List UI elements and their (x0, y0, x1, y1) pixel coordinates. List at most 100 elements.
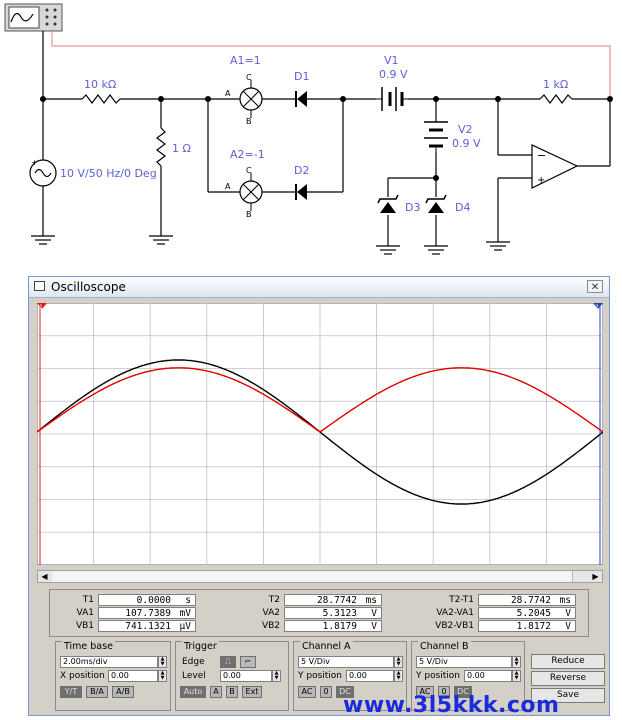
oscilloscope-titlebar[interactable]: Oscilloscope ✕ (29, 277, 609, 298)
trigger-edge-label: Edge (182, 657, 205, 667)
resistor-1k-icon[interactable] (539, 94, 573, 104)
a1-pin-b: B (246, 117, 252, 126)
resistor-1k-label: 1 kΩ (543, 78, 568, 91)
trigger-auto-button[interactable]: Auto (180, 686, 206, 698)
diode-d3-icon[interactable] (377, 194, 399, 213)
channel-a-dc-button[interactable]: DC (336, 686, 354, 698)
oscilloscope-screen[interactable]: 1 2 (37, 303, 603, 565)
ground-icons (31, 235, 510, 255)
scroll-left-icon[interactable]: ◀ (41, 572, 48, 581)
channel-b-scale-input[interactable]: 5 V/Div (416, 656, 512, 668)
svg-text:+: + (537, 175, 545, 186)
t2-label: T2 (268, 595, 280, 605)
diode-d1-icon[interactable] (295, 91, 307, 107)
scroll-thumb[interactable] (52, 571, 573, 582)
trigger-ext-button[interactable]: Ext (242, 686, 262, 698)
resistor-10k-label: 10 kΩ (84, 78, 116, 91)
trigger-b-button[interactable]: B (226, 686, 238, 698)
multiplier-a1-icon[interactable] (239, 80, 263, 118)
ac-source-label: 10 V/50 Hz/0 Deg (60, 167, 157, 180)
channel-a-scale-input[interactable]: 5 V/Div (298, 656, 394, 668)
close-button[interactable]: ✕ (587, 280, 603, 293)
oscilloscope-title: Oscilloscope (51, 280, 126, 294)
edge-falling-icon[interactable]: ⌐ (240, 656, 256, 668)
junctions (40, 96, 613, 181)
scroll-right-icon[interactable]: ▶ (592, 572, 599, 581)
timebase-spinner-icon[interactable]: ▲▼ (158, 656, 167, 668)
diode-d4-icon[interactable] (425, 194, 447, 213)
channel-a-zero-button[interactable]: 0 (320, 686, 332, 698)
vb1-unit: µV (179, 621, 191, 632)
opamp-icon[interactable]: − + (531, 144, 579, 189)
channel-b-dc-button[interactable]: DC (454, 686, 472, 698)
t1-unit: s (185, 595, 191, 606)
channel-a-ypos-input[interactable]: 0.00 (346, 670, 394, 682)
trigger-level-spinner-icon[interactable]: ▲▼ (272, 670, 281, 682)
multiplier-a2-label: A2=-1 (230, 148, 265, 161)
trigger-level-input[interactable]: 0.00 (220, 670, 272, 682)
battery-v1-icon[interactable] (376, 87, 408, 111)
t2-unit: ms (365, 595, 377, 606)
timebase-xpos-spinner-icon[interactable]: ▲▼ (158, 670, 167, 682)
multiplier-a1-label: A1=1 (230, 54, 261, 67)
va2-unit: V (371, 608, 377, 619)
reduce-button[interactable]: Reduce (531, 654, 605, 669)
channel-a-title: Channel A (300, 641, 353, 652)
channel-a-ypos-label: Y position (298, 671, 343, 681)
resistor-10k-icon[interactable] (81, 94, 121, 104)
resistor-1ohm-icon[interactable] (156, 127, 166, 167)
channel-b-scale-spinner-icon[interactable]: ▲▼ (512, 656, 521, 668)
ab-button[interactable]: A/B (112, 686, 134, 698)
timebase-scale-input[interactable]: 2.00ms/div (60, 656, 158, 668)
channel-b-panel: Channel B 5 V/Div ▲▼ Y position 0.00 ▲▼ … (411, 641, 525, 711)
edge-rising-icon[interactable]: ⎍ (220, 656, 236, 668)
dvb-label: VB2-VB1 (435, 621, 474, 631)
dt-label: T2-T1 (449, 595, 474, 605)
ac-source-icon[interactable]: + (29, 158, 57, 187)
dva-unit: V (565, 608, 571, 619)
oscilloscope-instrument-icon[interactable] (4, 3, 63, 32)
save-button[interactable]: Save (531, 688, 605, 703)
resistor-1ohm-label: 1 Ω (172, 142, 191, 155)
channel-a-scale-spinner-icon[interactable]: ▲▼ (394, 656, 403, 668)
diode-d2-label: D2 (294, 164, 309, 177)
horizontal-scrollbar[interactable]: ◀ ▶ (37, 570, 603, 583)
trace-channel-b (37, 367, 603, 433)
reverse-button[interactable]: Reverse (531, 671, 605, 686)
timebase-panel: Time base 2.00ms/div ▲▼ X position 0.00 … (55, 641, 171, 711)
trigger-a-button[interactable]: A (210, 686, 222, 698)
channel-a-ypos-spinner-icon[interactable]: ▲▼ (394, 670, 403, 682)
battery-v2-label: V2 (458, 123, 473, 136)
battery-v2-icon[interactable] (424, 121, 448, 152)
trigger-panel: Trigger Edge ⎍ ⌐ Level 0.00 ▲▼ Auto A B … (175, 641, 289, 711)
channel-b-ypos-input[interactable]: 0.00 (464, 670, 512, 682)
channel-b-zero-button[interactable]: 0 (438, 686, 450, 698)
timebase-xpos-input[interactable]: 0.00 (108, 670, 158, 682)
cursor-2-marker[interactable]: 2 (593, 303, 603, 565)
t2-value: 28.7742 (316, 595, 357, 606)
va2-value: 5.3123 (322, 608, 357, 619)
diode-d3-label: D3 (405, 201, 420, 214)
svg-text:+: + (31, 158, 38, 167)
channel-b-ypos-spinner-icon[interactable]: ▲▼ (512, 670, 521, 682)
timebase-title: Time base (62, 641, 115, 652)
channel-a-ac-button[interactable]: AC (298, 686, 316, 698)
diode-d2-icon[interactable] (295, 184, 307, 200)
close-icon: ✕ (590, 282, 600, 293)
a2-pin-c: C (246, 166, 252, 175)
dva-value: 5.2045 (516, 608, 551, 619)
ba-button[interactable]: B/A (86, 686, 108, 698)
vb2-label: VB2 (261, 621, 280, 631)
channel-b-title: Channel B (418, 641, 471, 652)
cursor-1-marker[interactable]: 1 (37, 303, 47, 565)
va1-label: VA1 (76, 608, 94, 618)
wires (42, 31, 611, 246)
battery-v2-value: 0.9 V (452, 137, 481, 150)
channel-b-ac-button[interactable]: AC (416, 686, 434, 698)
yt-button[interactable]: Y/T (60, 686, 82, 698)
probe-wire-b (51, 31, 611, 99)
multiplier-a2-icon[interactable] (239, 173, 263, 211)
diode-d1-label: D1 (294, 70, 309, 83)
